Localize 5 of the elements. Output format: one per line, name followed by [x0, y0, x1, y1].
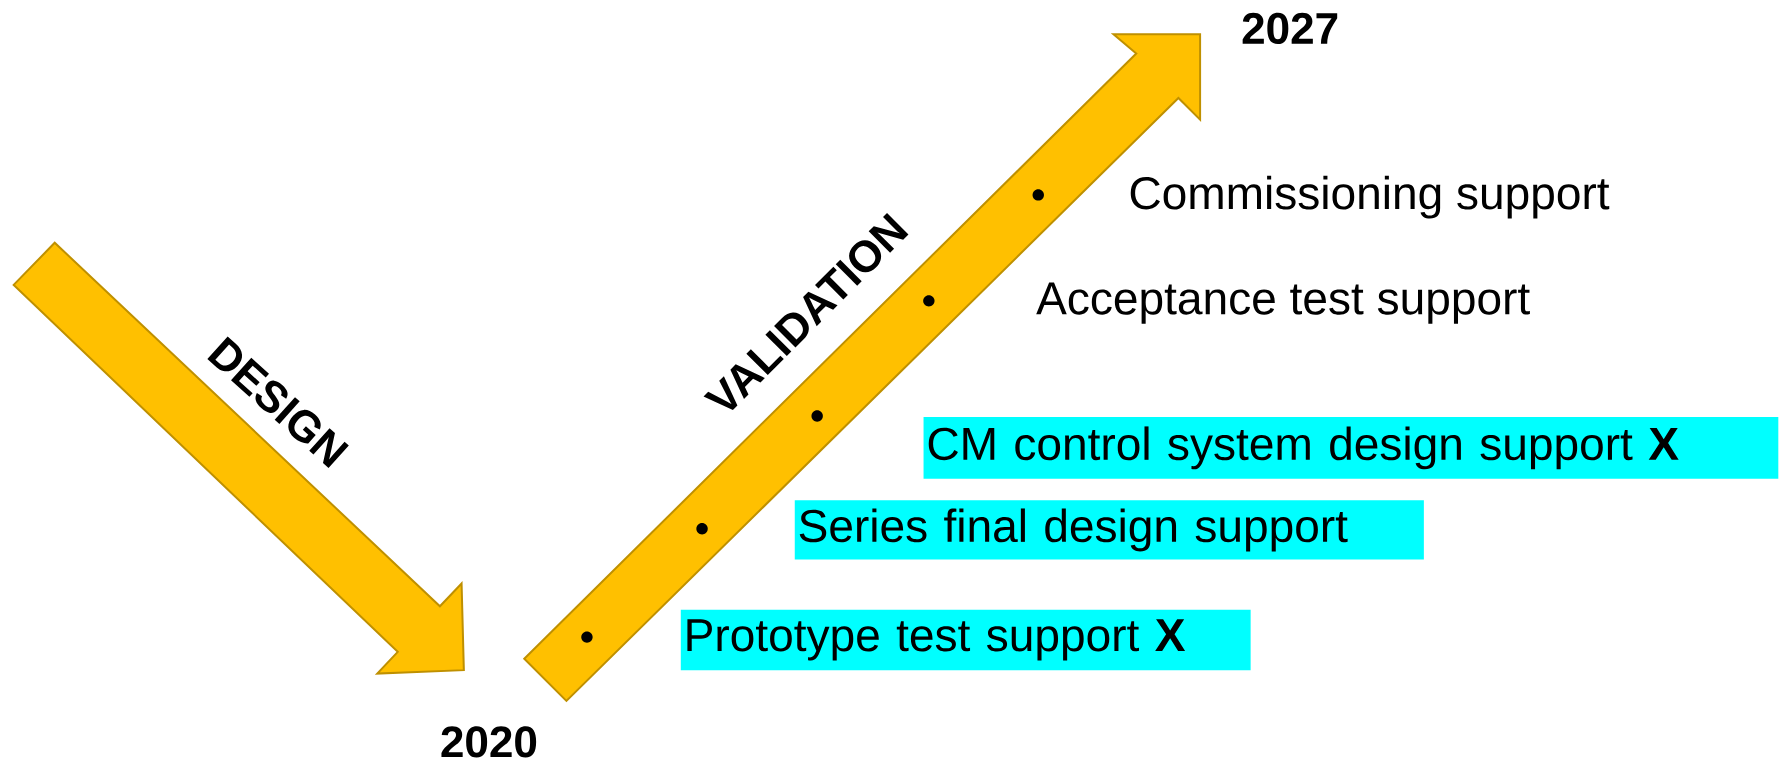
highlighted-text: Prototype test support X — [680, 609, 1251, 671]
highlighted-text: CM control system design support X — [923, 417, 1779, 479]
year-label: 2020 — [441, 726, 537, 758]
highlighted-text: Series final design support — [794, 500, 1424, 560]
year-label: 2027 — [1242, 13, 1338, 45]
